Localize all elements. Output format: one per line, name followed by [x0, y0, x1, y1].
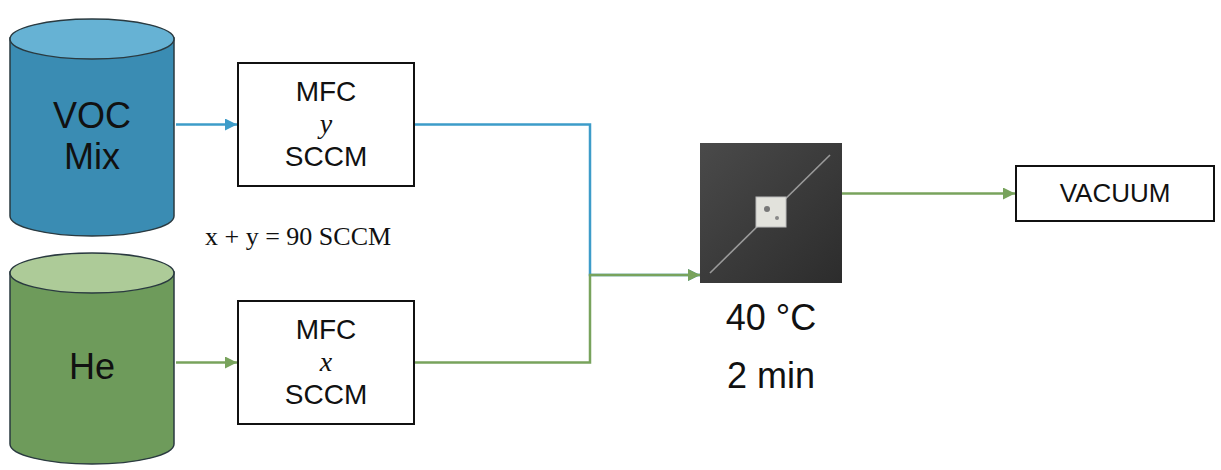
node-label: VACUUM [1060, 179, 1171, 209]
node-label: He [69, 346, 115, 387]
node-label: MFC [296, 314, 357, 346]
flow-line [176, 361, 237, 364]
chip-image [700, 143, 842, 283]
flow-line [176, 123, 237, 126]
chip-speck [775, 216, 779, 220]
cylinder-body [10, 38, 174, 236]
flow-equation: x + y = 90 SCCM [205, 222, 391, 252]
vacuum-box: VACUUM [1015, 165, 1215, 222]
sensor-chip: 40 °C2 min [690, 143, 852, 405]
cylinder-body [10, 272, 174, 464]
mfc-box: MFCxSCCM [237, 300, 415, 425]
chip-chamber [756, 197, 786, 227]
mfc-box: MFCySCCM [237, 62, 415, 187]
gas-cylinder: VOC Mix [8, 18, 176, 238]
node-label: MFC [296, 76, 357, 108]
node-label: y [320, 108, 332, 140]
node-label: VOC Mix [37, 95, 147, 178]
chip-channel [710, 155, 830, 273]
flow-line [842, 192, 1015, 195]
node-label: SCCM [285, 141, 367, 173]
cylinder-cap [10, 253, 174, 293]
cylinder-cap [10, 19, 174, 59]
chip-speck [764, 206, 770, 212]
node-label: x [320, 346, 332, 378]
chip-substrate [700, 143, 842, 283]
chip-drawing [700, 143, 842, 283]
flow-line [415, 125, 700, 276]
node-label: SCCM [285, 379, 367, 411]
condition-text: 2 min [727, 347, 815, 405]
gas-cylinder: He [8, 252, 176, 466]
condition-text: 40 °C [726, 289, 816, 347]
flow-line [415, 275, 700, 363]
